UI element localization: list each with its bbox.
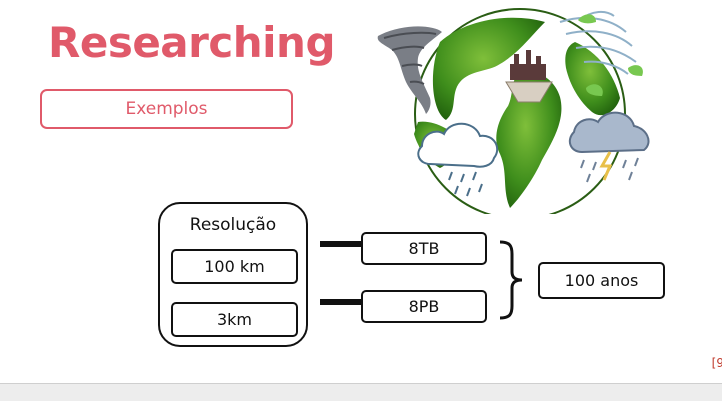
brace-icon <box>499 240 523 320</box>
page-reference: [9 <box>711 356 722 370</box>
data-size-box-8tb: 8TB <box>361 232 487 265</box>
data-size-box-8pb: 8PB <box>361 290 487 323</box>
factory-icon <box>505 50 553 103</box>
globe-icon <box>377 8 650 214</box>
data-size-value: 8TB <box>408 239 440 258</box>
subtitle-label: Exemplos <box>125 99 208 119</box>
bottom-bar <box>0 383 722 401</box>
slide-title: Researching <box>48 18 336 67</box>
rain-cloud-icon <box>417 122 499 197</box>
resolution-group: Resolução <box>158 202 308 347</box>
time-span-value: 100 anos <box>564 271 639 290</box>
resolution-label: Resolução <box>189 215 277 235</box>
storm-cloud-icon <box>568 111 650 183</box>
time-span-box: 100 anos <box>538 262 665 299</box>
resolution-value: 3km <box>216 310 253 329</box>
resolution-value: 100 km <box>204 257 265 276</box>
resolution-box-3km: 3km <box>171 302 298 337</box>
subtitle-box: Exemplos <box>40 89 293 129</box>
data-size-value: 8PB <box>408 297 440 316</box>
tornado-icon <box>377 26 442 114</box>
resolution-box-100km: 100 km <box>171 249 298 284</box>
